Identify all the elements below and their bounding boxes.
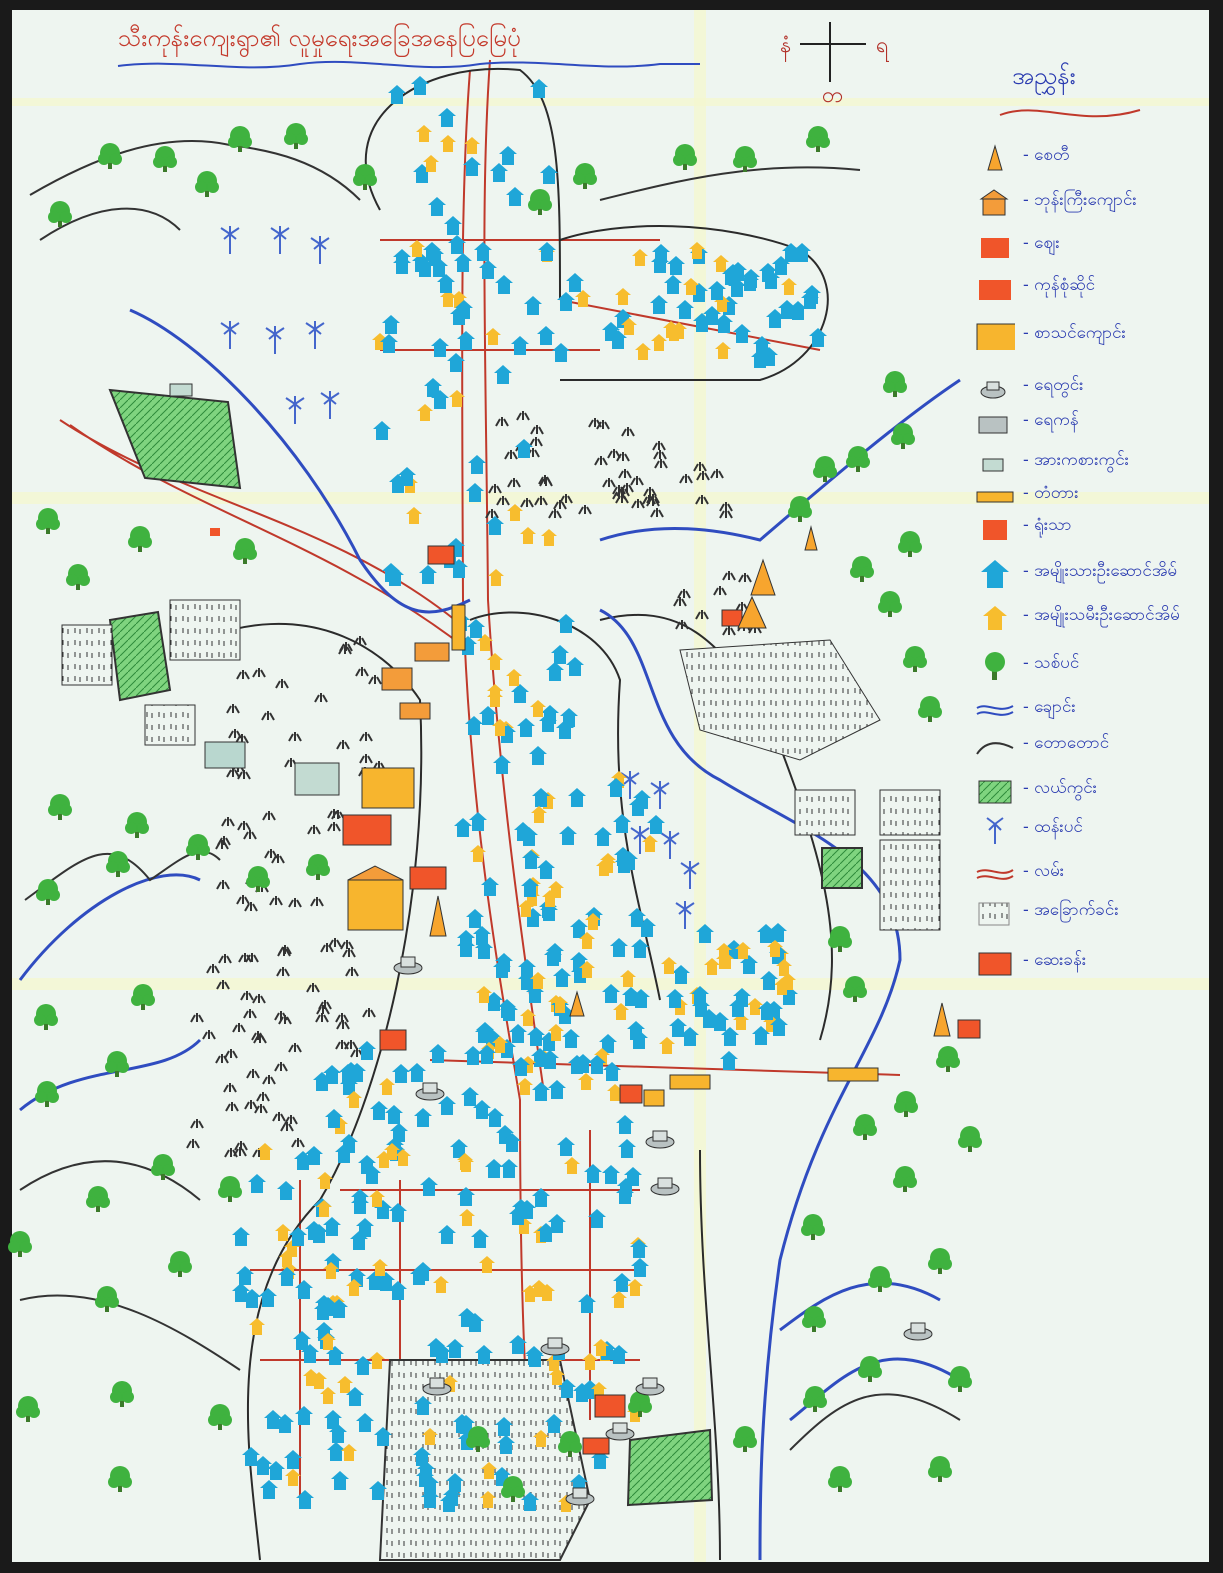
legend-item: - ရေကန်	[975, 405, 1195, 439]
legend-label: - အားကစားကွင်း	[1023, 450, 1129, 470]
monastery-icon	[979, 189, 1009, 216]
bridge-icon	[976, 491, 1014, 503]
legend-label: - ချောင်း	[1023, 697, 1076, 717]
compass-east: ရ	[876, 33, 889, 58]
legend-label: - အမျိုးသားဦးဆောင်အိမ်	[1023, 561, 1178, 581]
female-house-icon	[983, 606, 1007, 630]
legend-label: - လယ်ကွင်း	[1023, 778, 1097, 798]
mountain-icon	[976, 742, 1014, 755]
legend-label: - ဆေးခန်း	[1023, 950, 1087, 970]
health-center-icon	[978, 952, 1012, 976]
pagoda-icon	[987, 144, 1003, 171]
legend-label: - ရေကန်	[1023, 410, 1079, 430]
legend-label: - အမျိုးသမီးဦးဆောင်အိမ်	[1023, 605, 1180, 625]
palm-icon	[986, 817, 1004, 844]
legend-label: - တောတောင်	[1023, 733, 1110, 753]
fold-line	[694, 10, 706, 1562]
legend-item: - ဘုန်းကြီးကျောင်း	[975, 185, 1195, 219]
legend-item: - လယ်ကွင်း	[975, 773, 1195, 807]
legend-item: - စာသင်ကျောင်း	[975, 318, 1195, 352]
legend-label: - ထန်းပင်	[1023, 817, 1083, 837]
legend-item: - အခြောက်ခင်း	[975, 895, 1195, 929]
legend-item: - ရုံးသာ	[975, 510, 1195, 544]
school-icon	[976, 323, 1015, 350]
legend-label: - ဈေး	[1023, 233, 1060, 253]
legend-item: - ကုန်စုံဆိုင်	[975, 270, 1195, 304]
clinic-icon	[983, 520, 1007, 540]
legend-label: - အခြောက်ခင်း	[1023, 900, 1119, 920]
legend-item: - ဆေးခန်း	[975, 945, 1195, 979]
male-house-icon	[981, 560, 1009, 588]
compass-rose: နံ ရ တ	[776, 16, 896, 108]
legend-label: - ရေတွင်း	[1023, 375, 1084, 395]
cemetery-icon	[982, 458, 1004, 472]
legend-label: - စာသင်ကျောင်း	[1023, 323, 1126, 343]
upland-farms	[61, 599, 941, 1561]
compass-south: တ	[822, 83, 844, 108]
fold-line	[12, 98, 1209, 106]
fold-line	[12, 978, 1209, 990]
pagodas	[429, 525, 951, 1037]
legend-label: - လမ်း	[1023, 861, 1065, 881]
legend-item: - ထန်းပင်	[975, 812, 1195, 846]
upland-farm-icon	[978, 902, 1010, 926]
compass-west: နံ	[780, 33, 792, 58]
road-icon	[976, 869, 1014, 880]
fold-line	[12, 492, 1209, 504]
legend-label: - စေတီ	[1023, 145, 1070, 165]
legend-item: - လမ်း	[975, 856, 1195, 890]
map-title: သီးကုန်းကျေးရွာ၏ လူမှုရေးအခြေအနေပြမြေပုံ	[118, 24, 521, 52]
legend-title: အညွှန်း	[1012, 62, 1076, 90]
legend-label: - ကုန်စုံဆိုင်	[1023, 275, 1096, 295]
paddy-fields	[108, 388, 863, 1507]
legend-item: - တောတောင်	[975, 728, 1195, 762]
paddy-field-icon	[978, 780, 1012, 804]
legend-label: - သစ်ပင်	[1023, 653, 1080, 673]
water-tank-icon	[978, 416, 1008, 434]
tree-icon	[985, 652, 1005, 680]
legend-label: - ဘုန်းကြီးကျောင်း	[1023, 190, 1137, 210]
legend-label: - တံတား	[1023, 483, 1079, 503]
legend-item: - ရေတွင်း	[975, 370, 1195, 404]
shop-icon	[981, 238, 1009, 258]
legend-item: - အားကစားကွင်း	[975, 445, 1195, 479]
legend-item: - ဈေး	[975, 228, 1195, 262]
public-buildings	[169, 383, 981, 1455]
legend-label: - ရုံးသာ	[1023, 515, 1072, 535]
legend-item: - ချောင်း	[975, 692, 1195, 726]
legend-item: - တံတား	[975, 478, 1195, 512]
legend-item: - အမျိုးသမီးဦးဆောင်အိမ်	[975, 600, 1195, 634]
well-icon	[980, 381, 1006, 399]
legend-item: - စေတီ	[975, 140, 1195, 174]
legend-item: - အမျိုးသားဦးဆောင်အိမ်	[975, 556, 1195, 590]
legend-item: - သစ်ပင်	[975, 648, 1195, 682]
grocery-icon	[979, 280, 1011, 300]
stream-icon	[976, 705, 1014, 716]
